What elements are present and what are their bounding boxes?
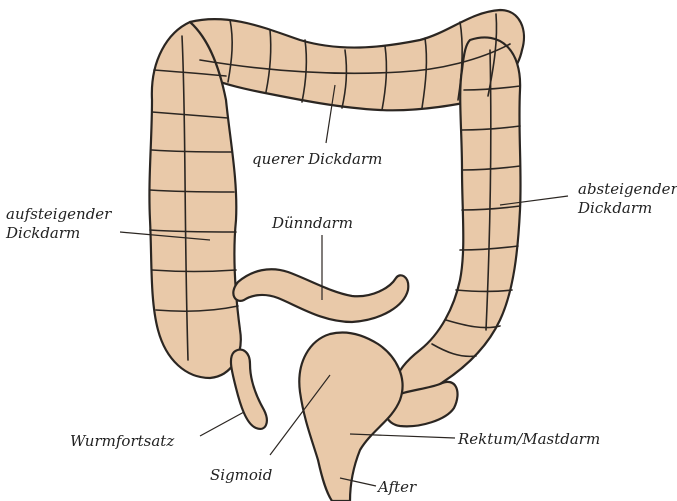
label-anus: After: [378, 478, 416, 497]
label-transverse-colon: querer Dickdarm: [252, 150, 382, 169]
label-small-intestine: Dünndarm: [272, 214, 353, 233]
label-rectum: Rektum/Mastdarm: [458, 430, 600, 449]
label-ascending-colon: aufsteigender Dickdarm: [6, 205, 111, 243]
small-intestine: [233, 269, 408, 322]
rectum: [299, 332, 402, 501]
label-sigmoid: Sigmoid: [210, 466, 272, 485]
appendix: [231, 350, 267, 429]
label-appendix: Wurmfortsatz: [70, 432, 174, 451]
label-descending-colon: absteigender Dickdarm: [578, 180, 677, 218]
